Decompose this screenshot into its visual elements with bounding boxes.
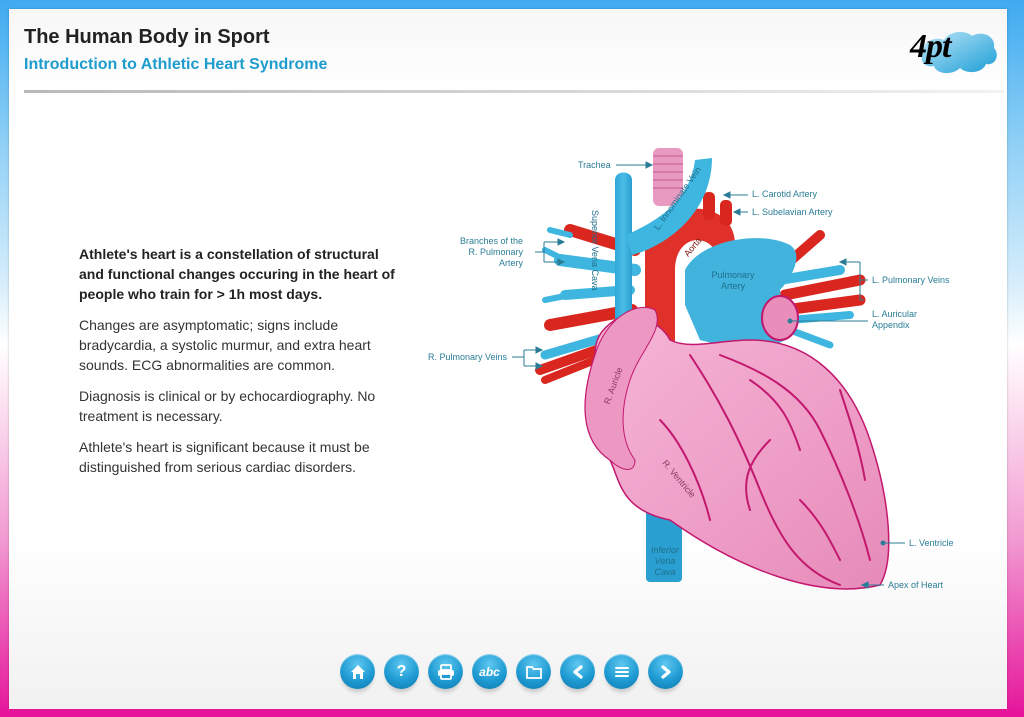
- callout-leader-lines: [512, 161, 905, 589]
- page-subtitle: Introduction to Athletic Heart Syndrome: [24, 56, 328, 73]
- home-button[interactable]: [340, 654, 375, 689]
- menu-icon: [614, 666, 629, 677]
- printer-icon: [437, 663, 454, 680]
- callout-branches-r-pulmonary-artery: Branches of the R. Pulmonary Artery: [460, 236, 524, 268]
- question-icon: ?: [396, 662, 407, 680]
- logo-text: 4pt: [910, 28, 951, 65]
- paragraph: Athlete's heart is significant because i…: [79, 439, 370, 475]
- help-button[interactable]: ?: [384, 654, 419, 689]
- glossary-button[interactable]: abc: [472, 654, 507, 689]
- bottom-accent-bar: [0, 709, 1024, 717]
- folder-icon: [525, 665, 542, 679]
- resources-button[interactable]: [516, 654, 551, 689]
- callout-l-pulmonary-veins: L. Pulmonary Veins: [872, 275, 950, 285]
- label-inferior-vena-cava: Inferior Vena Cava: [650, 545, 679, 577]
- callout-apex-of-heart: Apex of Heart: [888, 580, 944, 590]
- brand-logo: 4pt: [904, 22, 1000, 82]
- next-button[interactable]: [648, 654, 683, 689]
- logo-cloud-icon: [921, 31, 997, 74]
- header-divider: [24, 90, 1004, 93]
- navigation-toolbar: ? abc: [340, 654, 683, 689]
- paragraph: Diagnosis is clinical or by echocardiogr…: [79, 388, 376, 424]
- menu-button[interactable]: [604, 654, 639, 689]
- abc-icon: abc: [479, 664, 500, 679]
- back-button[interactable]: [560, 654, 595, 689]
- callout-l-ventricle: L. Ventricle: [909, 538, 954, 548]
- callout-l-auricular-appendix: L. Auricular Appendix: [872, 309, 918, 330]
- callout-l-subclavian-artery: L. Subelavian Artery: [752, 207, 833, 217]
- print-button[interactable]: [428, 654, 463, 689]
- page-title: The Human Body in Sport: [24, 26, 270, 48]
- heart-diagram: Superior Vena Cava L. Innominate Vein Ao…: [420, 140, 980, 610]
- body-text: Athlete's heart is a constellation of st…: [79, 244, 399, 488]
- chevron-right-icon: [660, 664, 671, 679]
- label-pulmonary-artery: Pulmonary Artery: [711, 270, 755, 291]
- slide-frame: [9, 9, 1007, 709]
- callout-r-pulmonary-veins: R. Pulmonary Veins: [428, 352, 508, 362]
- home-icon: [350, 664, 365, 679]
- heart-illustration: [535, 148, 890, 590]
- lead-paragraph: Athlete's heart is a constellation of st…: [79, 246, 395, 302]
- callout-trachea: Trachea: [578, 160, 611, 170]
- callout-l-carotid-artery: L. Carotid Artery: [752, 189, 818, 199]
- chevron-left-icon: [572, 664, 583, 679]
- paragraph: Changes are asymptomatic; signs include …: [79, 317, 371, 373]
